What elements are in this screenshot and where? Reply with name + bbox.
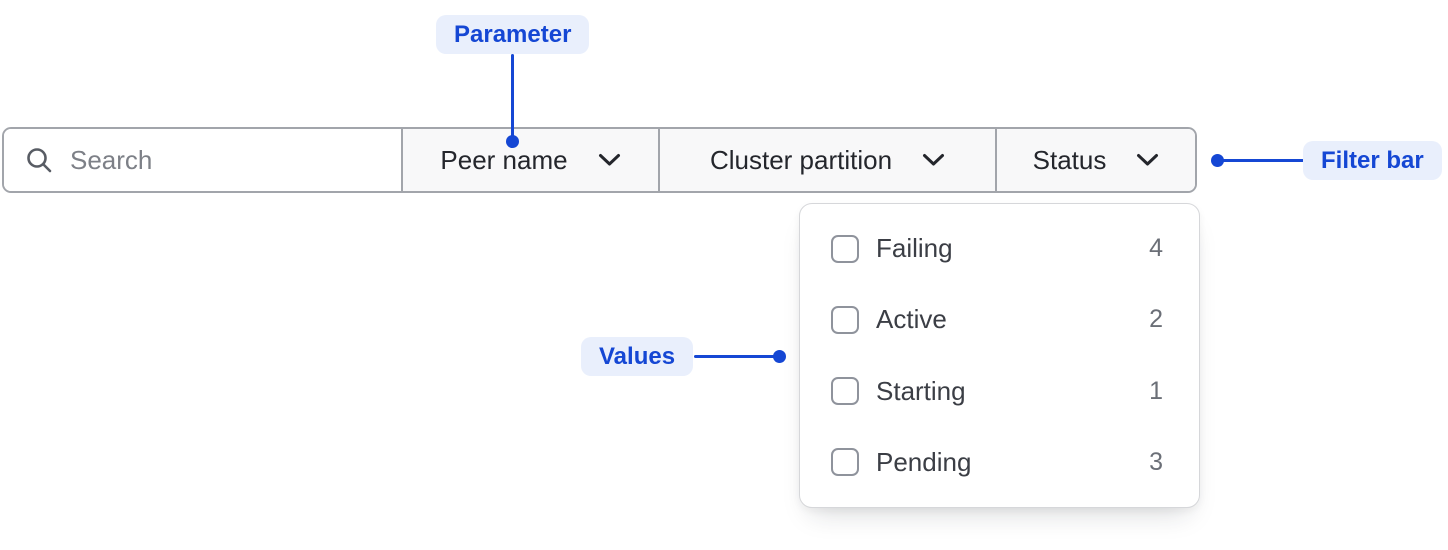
dropdown-option-active[interactable]: Active 2 — [800, 284, 1199, 355]
search-input[interactable] — [70, 144, 400, 176]
option-count: 3 — [1149, 447, 1163, 476]
values-annotation-badge: Values — [581, 337, 694, 376]
status-dropdown-panel: Failing 4 Active 2 Starting 1 Pending 3 — [799, 203, 1200, 508]
option-count: 2 — [1149, 305, 1163, 334]
filter-bar-connector-line — [1219, 159, 1304, 162]
option-label: Pending — [876, 446, 972, 477]
dropdown-option-pending[interactable]: Pending 3 — [800, 427, 1199, 498]
search-icon — [26, 147, 53, 174]
checkbox-starting[interactable] — [831, 377, 859, 406]
checkbox-failing[interactable] — [831, 234, 859, 263]
filter-bar-annotation-badge: Filter bar — [1303, 141, 1442, 180]
dropdown-cluster-partition[interactable]: Cluster partition — [658, 129, 995, 191]
option-count: 4 — [1149, 234, 1163, 263]
parameter-annotation-badge: Parameter — [436, 15, 590, 54]
dropdown-cluster-partition-label: Cluster partition — [709, 144, 893, 175]
parameter-connector-dot — [506, 135, 519, 148]
option-label: Active — [876, 304, 947, 335]
filter-bar-connector-dot — [1211, 154, 1224, 167]
option-label: Starting — [876, 375, 966, 406]
values-connector-line — [694, 355, 778, 358]
search-section — [4, 129, 401, 191]
option-count: 1 — [1149, 376, 1163, 405]
checkbox-active[interactable] — [831, 305, 859, 334]
chevron-down-icon — [1136, 153, 1159, 167]
dropdown-option-starting[interactable]: Starting 1 — [800, 356, 1199, 427]
dropdown-peer-name-label: Peer name — [440, 144, 568, 175]
dropdown-option-failing[interactable]: Failing 4 — [800, 213, 1199, 284]
checkbox-pending[interactable] — [831, 448, 859, 477]
dropdown-peer-name[interactable]: Peer name — [401, 129, 658, 191]
dropdown-status[interactable]: Status — [995, 129, 1195, 191]
chevron-down-icon — [598, 153, 621, 167]
filter-bar: Peer name Cluster partition Status — [2, 127, 1197, 193]
option-label: Failing — [876, 233, 953, 264]
dropdown-status-label: Status — [1032, 144, 1107, 175]
parameter-connector-line — [511, 54, 514, 138]
values-connector-dot — [773, 350, 786, 363]
chevron-down-icon — [922, 153, 945, 167]
